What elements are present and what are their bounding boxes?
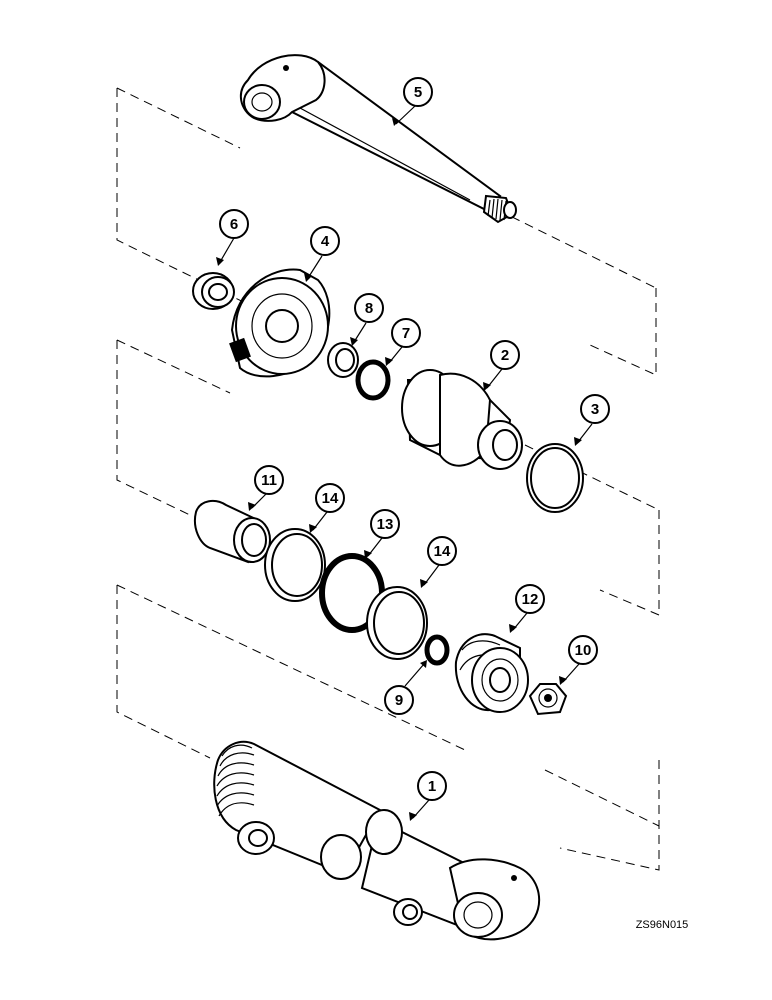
callout-2-text: 2 [501, 347, 509, 364]
piston-rod [239, 54, 517, 224]
callout-10-text: 10 [575, 642, 592, 659]
callout-9: 9 [384, 660, 427, 715]
callout-6: 6 [216, 209, 249, 266]
small-o-ring [424, 634, 450, 666]
callout-9-text: 9 [395, 692, 403, 709]
callout-3: 3 [574, 394, 610, 446]
callout-14a-text: 14 [322, 490, 339, 507]
callout-13-text: 13 [377, 516, 394, 533]
washer-ring [327, 342, 359, 378]
callout-1-text: 1 [428, 778, 436, 795]
callout-3-text: 3 [591, 401, 599, 418]
callout-7: 7 [385, 318, 421, 366]
callout-8: 8 [350, 293, 384, 346]
gland [401, 369, 523, 470]
bushing-ring [192, 272, 235, 310]
callout-12: 12 [509, 584, 545, 633]
gland-nut [229, 268, 331, 378]
callout-14b-text: 14 [434, 543, 451, 560]
callout-1: 1 [409, 771, 447, 821]
callout-14b: 14 [420, 536, 457, 588]
callout-6-text: 6 [230, 216, 238, 233]
backup-ring-left [264, 528, 326, 602]
callout-4-text: 4 [321, 233, 330, 250]
callout-10: 10 [559, 635, 598, 685]
callout-5-text: 5 [414, 84, 422, 101]
callout-5: 5 [392, 77, 433, 126]
callout-14a: 14 [309, 483, 345, 533]
o-ring [355, 359, 391, 401]
drawing-code: ZS96N015 [636, 919, 689, 931]
piston [454, 633, 529, 713]
callout-2: 2 [483, 340, 520, 391]
bushing-sleeve [194, 499, 271, 564]
seal-ring [526, 443, 584, 513]
callout-4: 4 [304, 226, 340, 282]
callout-12-text: 12 [522, 591, 539, 608]
callout-11: 11 [248, 465, 284, 511]
assembly-guide-lines [116, 87, 660, 871]
backup-ring-right [366, 586, 428, 660]
cylinder-barrel [213, 740, 540, 941]
callout-labels: 5 6 4 8 7 2 [216, 77, 610, 821]
callout-8-text: 8 [365, 300, 373, 317]
callout-13: 13 [364, 509, 400, 559]
callout-7-text: 7 [402, 325, 410, 342]
lock-nut [528, 683, 568, 716]
callout-11-text: 11 [261, 472, 277, 489]
